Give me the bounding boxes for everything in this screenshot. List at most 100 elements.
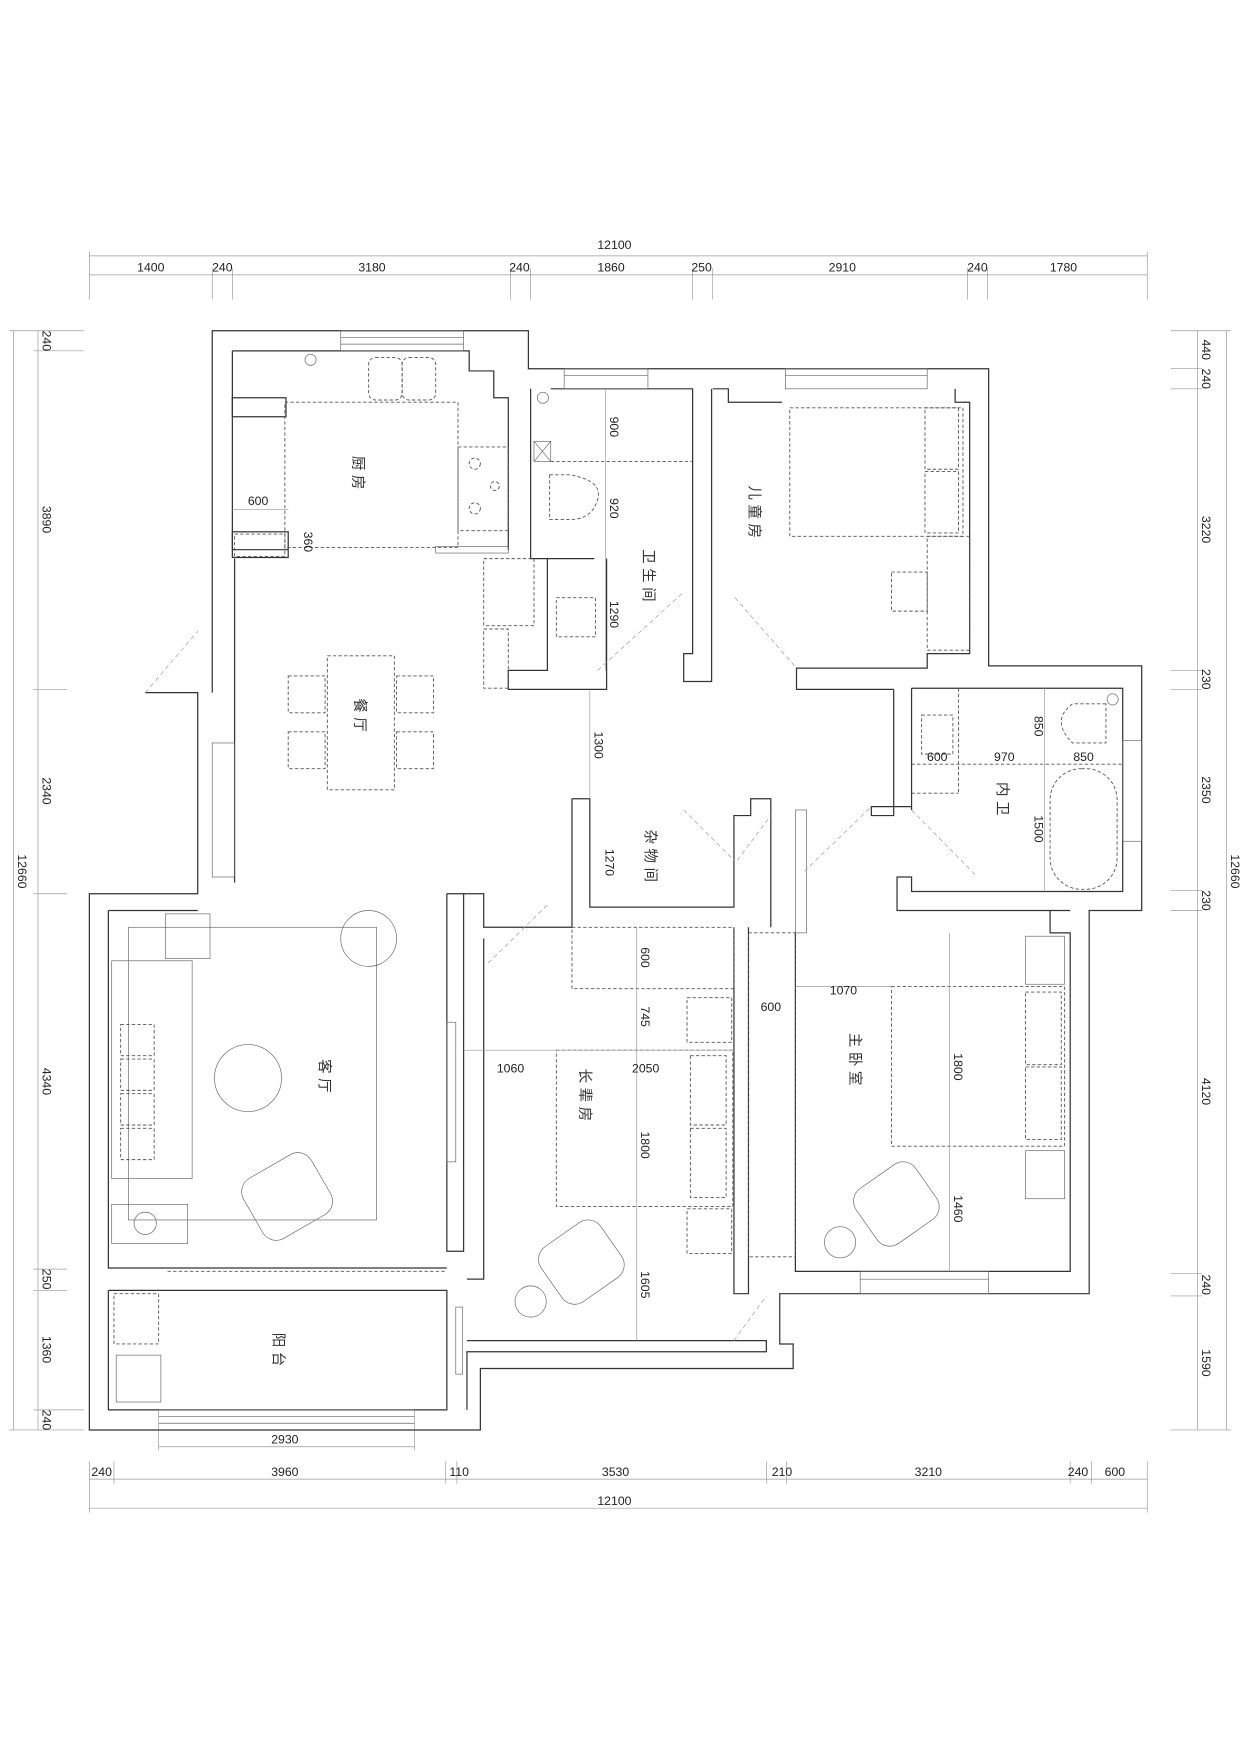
- room-label-dining: 餐厅: [351, 698, 368, 736]
- room-label-ensuite: 内卫: [994, 782, 1011, 820]
- dim: 1605: [638, 1271, 652, 1298]
- dim: 745: [638, 1006, 652, 1027]
- sink-icon: [555, 597, 596, 638]
- dim: 600: [927, 750, 948, 764]
- doors: [144, 591, 978, 1341]
- dim-top: 1400: [137, 261, 164, 275]
- interior-dimensions: 600 360 900 920 1290 1300 850 600 970 85…: [248, 417, 1094, 1299]
- dim-left: 2340: [39, 777, 53, 804]
- dim-top: 1860: [597, 261, 624, 275]
- dim-bottom: 3210: [915, 1465, 942, 1479]
- bottom-dimensions: 2930 240 3960 110 3530 210 3210 240 600 …: [89, 1409, 1148, 1513]
- dim: 1300: [591, 732, 605, 759]
- dim-right: 1590: [1199, 1349, 1213, 1376]
- kitchen-counter: [284, 401, 459, 548]
- dim: 1060: [497, 1061, 524, 1075]
- room-label-elder-room: 长辈房: [576, 1069, 593, 1126]
- dim-left: 3890: [39, 506, 53, 533]
- dim-bottom: 110: [449, 1465, 469, 1479]
- room-label-balcony: 阳台: [270, 1333, 287, 1371]
- dim-bottom: 240: [1068, 1465, 1089, 1479]
- dim-balcony-window: 2930: [271, 1432, 298, 1446]
- stove-icon: [457, 446, 509, 532]
- floor-lamp-icon: [340, 910, 397, 967]
- armchair-icon: [538, 1219, 625, 1305]
- dim: 600: [638, 947, 652, 968]
- toilet-icon: [1060, 703, 1107, 744]
- dim-top-total: 12100: [597, 238, 631, 252]
- dim: 1070: [830, 983, 857, 997]
- room-labels: 厨房 卫生间 儿童房 餐厅 内卫 杂物间 客厅 长辈房 主卧室 阳台: [270, 456, 1011, 1371]
- sofa-icon: [111, 960, 193, 1179]
- dim: 1460: [951, 1195, 965, 1222]
- sink-icon: [401, 357, 437, 401]
- toilet-icon: [549, 474, 599, 520]
- dim: 360: [301, 532, 315, 553]
- dim-right: 3220: [1199, 516, 1213, 543]
- wardrobe: [748, 932, 796, 1258]
- right-dimensions: 440 240 3220 230 2350 12660 230 4120 240…: [1170, 330, 1240, 1431]
- dim-left: 250: [39, 1269, 53, 1290]
- dim-right: 230: [1199, 890, 1213, 911]
- dim-left: 240: [39, 331, 53, 352]
- dim-bottom: 600: [1105, 1465, 1126, 1479]
- dim-top: 2910: [829, 261, 856, 275]
- bed-icon: [891, 986, 1066, 1147]
- dim: 600: [761, 1000, 782, 1014]
- dim-bottom-total: 12100: [597, 1494, 631, 1508]
- dim-right: 240: [1199, 369, 1213, 390]
- dim-left: 240: [39, 1410, 53, 1431]
- dim: 1800: [951, 1053, 965, 1080]
- dim-bottom: 210: [772, 1465, 793, 1479]
- room-label-storage: 杂物间: [642, 830, 659, 887]
- dim: 970: [994, 750, 1015, 764]
- dim: 1500: [1031, 815, 1045, 842]
- dim-right: 2350: [1199, 776, 1213, 803]
- desk-chair-icon: [891, 571, 928, 612]
- dim: 2050: [632, 1061, 659, 1075]
- dim: 900: [607, 417, 621, 438]
- dim: 600: [248, 494, 269, 508]
- room-label-living: 客厅: [315, 1059, 332, 1097]
- dim-right: 240: [1199, 1275, 1213, 1296]
- dim-right: 440: [1199, 339, 1213, 360]
- armchair-icon: [241, 1152, 333, 1241]
- dim-left-total: 12660: [15, 854, 29, 888]
- dim-bottom: 3960: [271, 1465, 298, 1479]
- bed-icon: [555, 1049, 734, 1207]
- washer-icon: [115, 1354, 162, 1403]
- dim-top: 1780: [1050, 261, 1077, 275]
- windows: [340, 330, 989, 1295]
- dim-right: 230: [1199, 669, 1213, 690]
- dim: 850: [1031, 716, 1045, 737]
- wardrobe: [571, 926, 735, 990]
- bathtub-icon: [1049, 768, 1118, 890]
- dim-top: 3180: [358, 261, 385, 275]
- room-label-kitchen: 厨房: [349, 456, 366, 494]
- dining-table: [326, 655, 395, 791]
- dim: 1290: [607, 601, 621, 628]
- dim-top: 240: [212, 261, 233, 275]
- dim: 920: [607, 498, 621, 519]
- coffee-table-icon: [214, 1044, 282, 1112]
- washing-machine-icon: [483, 558, 535, 627]
- sink-icon: [921, 714, 954, 755]
- armchair-icon: [853, 1161, 940, 1247]
- left-dimensions: 240 3890 2340 12660 4340 250 1360 240: [8, 330, 84, 1431]
- walls: [88, 330, 1143, 1431]
- dim-bottom: 240: [91, 1465, 112, 1479]
- dim-top: 250: [691, 261, 712, 275]
- dim: 850: [1073, 750, 1094, 764]
- dim: 1270: [602, 849, 616, 876]
- dim: 1800: [638, 1131, 652, 1158]
- furniture: [111, 353, 1123, 1403]
- dim-top: 240: [967, 261, 988, 275]
- bed-icon: [789, 407, 964, 537]
- dim-right: 4120: [1199, 1078, 1213, 1105]
- dim-left: 1360: [39, 1336, 53, 1363]
- room-label-kids-room: 儿童房: [746, 485, 764, 542]
- rug: [128, 926, 377, 1221]
- room-label-bathroom: 卫生间: [639, 549, 656, 606]
- room-label-master: 主卧室: [846, 1033, 863, 1090]
